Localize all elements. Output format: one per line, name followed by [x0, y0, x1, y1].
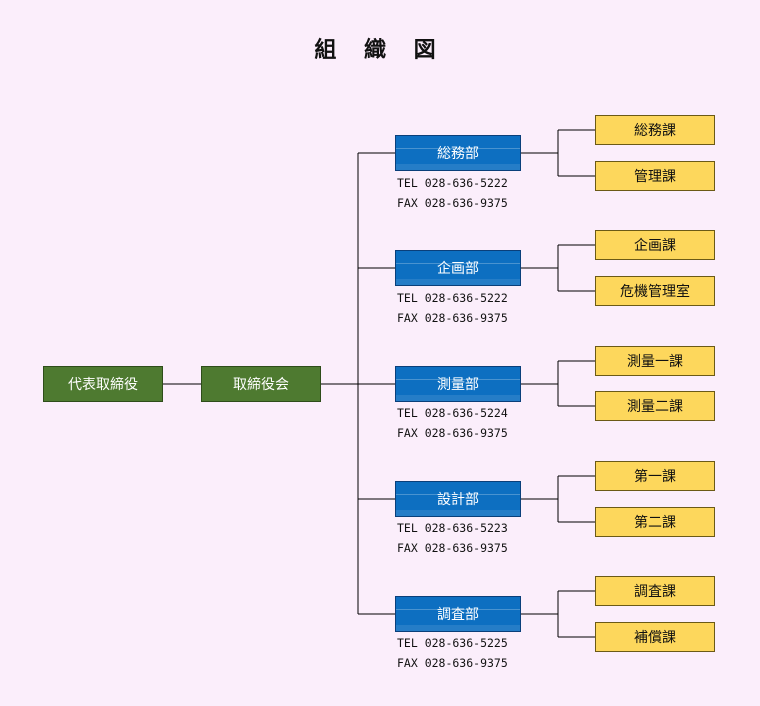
section-box: 管理課 [595, 161, 715, 191]
department-tel: TEL 028-636-5224 [397, 406, 508, 420]
department-tel: TEL 028-636-5223 [397, 521, 508, 535]
department-tel: TEL 028-636-5222 [397, 176, 508, 190]
department-fax: FAX 028-636-9375 [397, 311, 508, 325]
department-fax: FAX 028-636-9375 [397, 656, 508, 670]
department-box: 企画部 [395, 250, 521, 286]
department-fax: FAX 028-636-9375 [397, 541, 508, 555]
section-box: 測量一課 [595, 346, 715, 376]
department-fax: FAX 028-636-9375 [397, 426, 508, 440]
department-contact: TEL 028-636-5223 FAX 028-636-9375 [397, 518, 508, 558]
department-box: 総務部 [395, 135, 521, 171]
department-contact: TEL 028-636-5222 FAX 028-636-9375 [397, 173, 508, 213]
department-tel: TEL 028-636-5222 [397, 291, 508, 305]
department-fax: FAX 028-636-9375 [397, 196, 508, 210]
department-box: 測量部 [395, 366, 521, 402]
section-box: 企画課 [595, 230, 715, 260]
section-box: 第一課 [595, 461, 715, 491]
board-box: 取締役会 [201, 366, 321, 402]
department-box: 設計部 [395, 481, 521, 517]
department-contact: TEL 028-636-5222 FAX 028-636-9375 [397, 288, 508, 328]
section-box: 危機管理室 [595, 276, 715, 306]
department-box: 調査部 [395, 596, 521, 632]
section-box: 第二課 [595, 507, 715, 537]
section-box: 補償課 [595, 622, 715, 652]
ceo-box: 代表取締役 [43, 366, 163, 402]
department-contact: TEL 028-636-5225 FAX 028-636-9375 [397, 633, 508, 673]
section-box: 測量二課 [595, 391, 715, 421]
section-box: 調査課 [595, 576, 715, 606]
department-tel: TEL 028-636-5225 [397, 636, 508, 650]
page-title: 組 織 図 [314, 38, 446, 63]
section-box: 総務課 [595, 115, 715, 145]
department-contact: TEL 028-636-5224 FAX 028-636-9375 [397, 403, 508, 443]
